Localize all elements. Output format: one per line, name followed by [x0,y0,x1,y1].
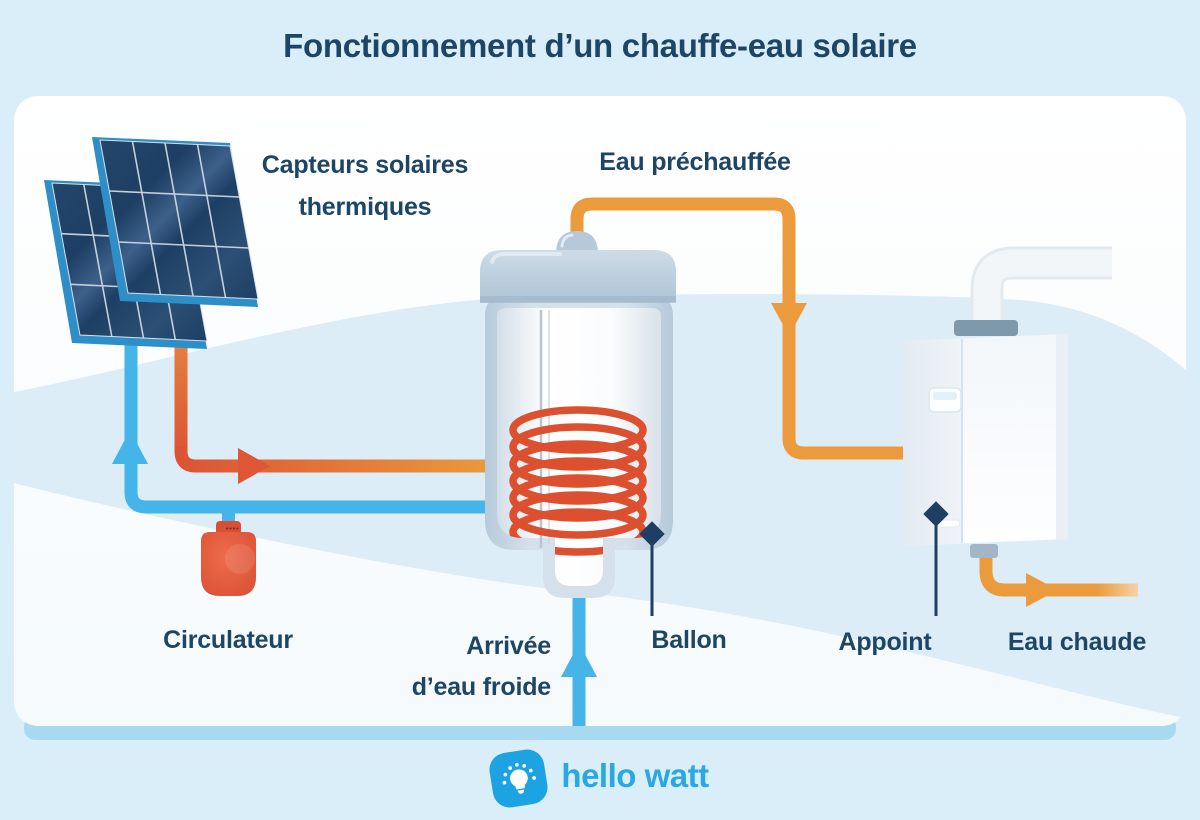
arrow-up-icon [112,430,148,464]
brand-wordmark: hello watt [561,757,709,794]
solar-collectors-icon [44,137,259,349]
preheated-water-pipe [570,197,905,460]
flue-pipe [970,246,1112,330]
boiler-bottom-collar [970,544,998,558]
label-capteurs-solaires: Capteurs solaires thermiques [235,144,495,228]
arrow-down-icon [771,303,807,336]
label-line: d’eau froide [411,673,551,701]
solar-cold-pipe [112,332,490,514]
label-eau-prechauffee: Eau préchauffée [599,148,791,176]
arrow-right-icon [238,448,270,484]
arrow-up-icon [561,643,597,677]
storage-tank-icon [480,231,676,598]
solar-hot-pipe [174,332,490,484]
arrow-right-icon [1026,573,1058,607]
label-circulateur: Circulateur [163,626,293,654]
pin-ballon [639,521,665,616]
label-line: Arrivée [466,632,551,660]
cold-water-inlet-pipe [561,598,597,726]
label-line: thermiques [298,193,432,221]
hot-water-outlet-pipe [979,552,1138,607]
brand-logo: hello watt [0,746,1200,810]
label-ballon: Ballon [651,626,727,654]
label-appoint: Appoint [838,628,932,656]
label-eau-chaude: Eau chaude [1007,628,1147,656]
boiler-display-window [928,387,962,413]
diagram-title: Fonctionnement d’un chauffe-eau solaire [283,27,917,64]
label-arrivee-eau-froide: Arrivée d’eau froide [331,626,551,708]
backup-boiler-icon [903,246,1138,607]
label-line: Capteurs solaires [261,151,469,179]
circulator-pump [201,508,256,596]
pin-appoint [923,501,949,616]
boiler-top-collar [954,320,1018,336]
lightbulb-icon [487,746,551,810]
